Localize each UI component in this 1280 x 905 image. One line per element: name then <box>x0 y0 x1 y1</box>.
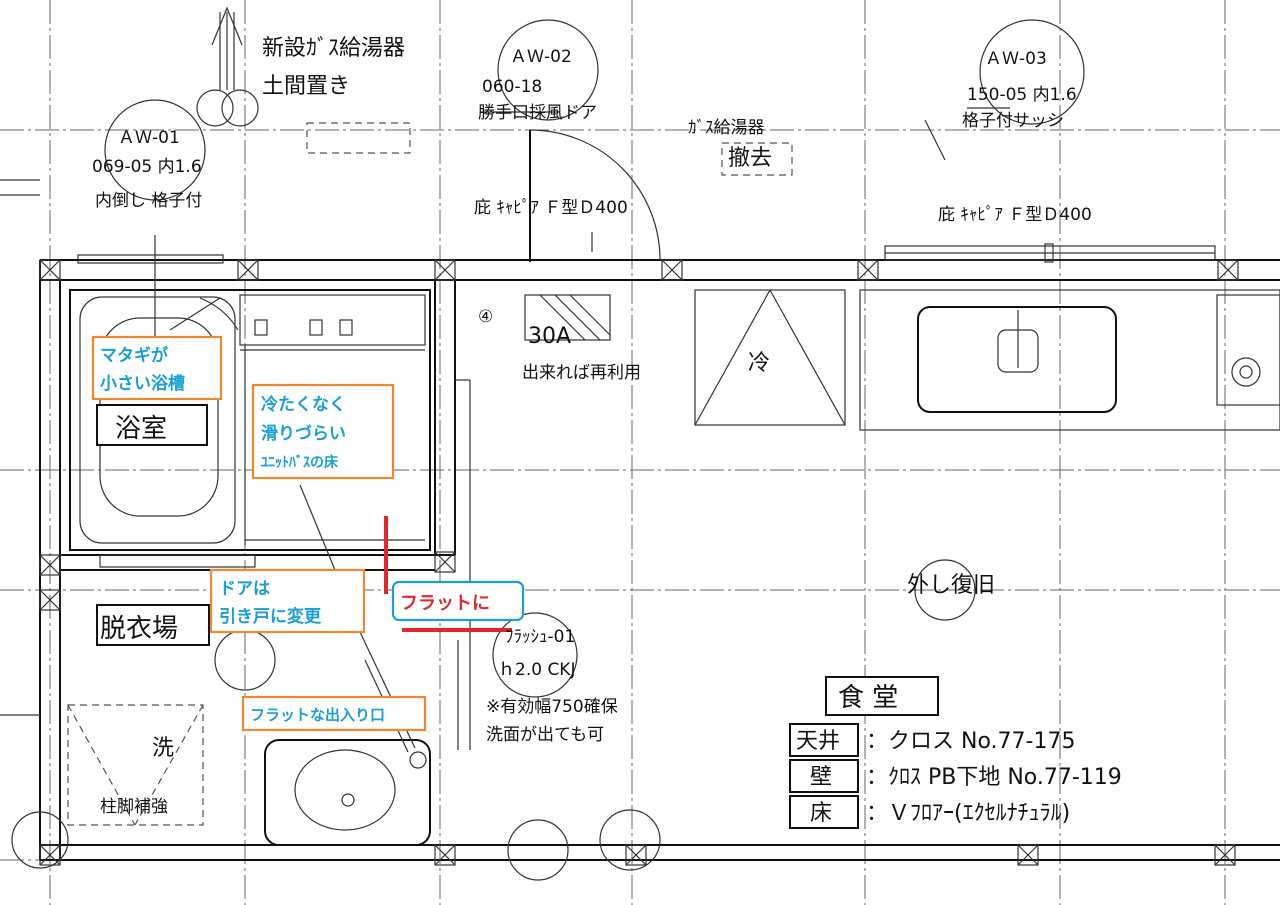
breaker-panel <box>524 294 611 341</box>
fridge <box>694 289 846 426</box>
door-note-line-2: 引き戸に変更 <box>219 606 322 627</box>
bathroom-label: 浴室 <box>115 414 167 444</box>
pillar-label: 柱脚補強 <box>100 797 168 817</box>
aw01-id: ＡＷ-01 <box>118 128 180 148</box>
dressing-room-label: 脱衣場 <box>100 614 178 644</box>
floor-value: ：Ｖﾌﾛｱｰ(ｴｸｾﾙﾅﾁｭﾗﾙ) <box>866 801 1070 826</box>
new-heater-outline <box>306 122 411 154</box>
floor-note-box <box>251 383 395 480</box>
aw02-spec: 060-18 <box>482 77 542 97</box>
wall-label-box <box>789 759 859 793</box>
dressing-room-label-box <box>96 604 210 646</box>
sink-note: 洗面が出ても可 <box>486 725 604 745</box>
column-markers <box>39 259 1239 866</box>
ceiling-value: ：クロス No.77-175 <box>866 729 1075 754</box>
ceiling-label: 天井 <box>796 729 840 754</box>
door-note-box <box>209 568 366 634</box>
bathroom-label-box <box>96 404 208 446</box>
gas-heater-remove-label: ｶﾞｽ給湯器 <box>688 118 765 138</box>
entry-note-box <box>241 695 427 732</box>
canopy-label-1: 庇 ｷｬﾋﾟｱ Ｆ型Ｄ400 <box>474 198 628 218</box>
walls <box>0 179 1280 861</box>
leader-lines <box>299 107 1010 749</box>
back-door <box>529 129 661 262</box>
flat-note-box <box>391 580 525 622</box>
tub-note-line-1: マタギが <box>100 345 168 366</box>
floor-note-line-2: 滑りづらい <box>261 424 346 444</box>
laundry-area <box>11 704 204 869</box>
panel-30a: 30A <box>528 324 571 349</box>
ceiling-label-box <box>789 723 859 757</box>
aw01-desc: 内倒し 格子付 <box>95 191 202 211</box>
aw02-id: ＡＷ-02 <box>510 47 572 67</box>
width-note: ※有効幅750確保 <box>486 697 618 717</box>
wall-label: 壁 <box>810 765 832 790</box>
aw02-desc: 勝手口採風ドア <box>478 103 597 123</box>
floor-label-box <box>789 795 859 829</box>
tub-note-box <box>91 335 223 401</box>
entry-note: フラットな出入り口 <box>250 706 385 724</box>
restore-label: 外し復旧 <box>907 573 995 598</box>
kitchen-counter <box>859 289 1280 431</box>
gas-heater-new-label: 新設ｶﾞｽ給湯器 <box>262 36 405 61</box>
room-name-box <box>825 676 939 716</box>
floor-label: 床 <box>810 801 832 826</box>
gas-heater-new-sub: 土間置き <box>262 74 350 99</box>
reuse-note: 出来れば再利用 <box>522 363 641 383</box>
flush-id: ﾌﾗｯｼｭ-01 <box>505 627 575 647</box>
canopy-label-2: 庇 ｷｬﾋﾟｱ Ｆ型Ｄ400 <box>938 205 1092 225</box>
tub-note-line-2: 小さい浴槽 <box>100 373 185 394</box>
callout-circles <box>104 19 1085 881</box>
aw03-id: ＡＷ-03 <box>985 49 1047 69</box>
gas-heater-remove-sub: 撤去 <box>728 146 772 171</box>
aw03-spec: 150-05 内1.6 <box>967 85 1077 105</box>
fridge-label: 冷 <box>748 351 770 376</box>
circle-number: ④ <box>478 307 493 327</box>
aw03-desc: 格子付サッシ <box>962 111 1064 131</box>
flat-note: フラットに <box>400 593 490 614</box>
wash-basin <box>214 629 431 846</box>
wall-value: ：ｸﾛｽ PB下地 No.77-119 <box>866 765 1122 790</box>
wash-label: 洗 <box>152 736 174 761</box>
flush-spec: ｈ2.0 CKJ <box>498 660 575 680</box>
floor-note-line-3: ﾕﾆｯﾄﾊﾞｽの床 <box>261 454 339 471</box>
floor-note-line-1: 冷たくなく <box>261 394 346 415</box>
windows <box>77 243 1216 568</box>
aw01-spec: 069-05 内1.6 <box>92 157 202 177</box>
arrow-symbol <box>196 6 259 127</box>
old-heater-outline <box>721 142 793 176</box>
room-name: 食 堂 <box>838 683 898 713</box>
door-note-line-1: ドアは <box>219 579 270 599</box>
